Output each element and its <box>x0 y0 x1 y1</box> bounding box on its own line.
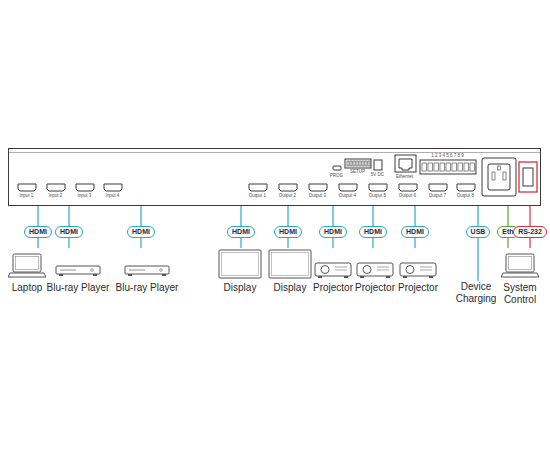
port-label: Output 1 <box>249 194 266 199</box>
device-caption: Display <box>218 282 262 294</box>
device-node: Device Charging <box>454 281 498 304</box>
port-label: 1 2 3 4 5 6 7 8 9 <box>431 154 464 159</box>
cable-label: RS-232 <box>513 226 547 238</box>
port-label: Input 4 <box>106 194 120 199</box>
projector-icon <box>397 248 439 282</box>
display-icon <box>268 248 312 282</box>
port-label: Output 2 <box>279 194 296 199</box>
cable-label: USB <box>466 226 491 238</box>
device-node: Blu-ray Player <box>115 248 179 294</box>
port-label: Input 3 <box>78 194 92 199</box>
device-node: Display <box>218 248 262 294</box>
device-node: Display <box>268 248 312 294</box>
device-caption: Blu-ray Player <box>46 282 110 294</box>
port-label: Output 6 <box>399 194 416 199</box>
cable-line <box>477 206 478 281</box>
cable-label: HDMI <box>227 226 255 238</box>
cable-label: HDMI <box>359 226 387 238</box>
cable-label: HDMI <box>401 226 429 238</box>
device-node: Laptop <box>8 248 46 294</box>
device-caption: Laptop <box>8 282 46 294</box>
device-node: Projector <box>354 248 396 294</box>
bluray-icon <box>46 248 110 282</box>
device-node: Projector <box>312 248 354 294</box>
device-caption: Blu-ray Player <box>115 282 179 294</box>
device-caption: Display <box>268 282 312 294</box>
display-icon <box>218 248 262 282</box>
cable-label: HDMI <box>127 226 155 238</box>
switcher-panel: Input 1 Input 2 Input 3 Input 4 PROG SETUP 5V … <box>8 148 541 206</box>
device-caption: Projector <box>397 282 439 294</box>
port-label: Ethernet <box>396 175 413 180</box>
device-node: Blu-ray Player <box>46 248 110 294</box>
laptop-icon <box>8 248 46 282</box>
device-caption: Projector <box>312 282 354 294</box>
port-label: Input 2 <box>49 194 63 199</box>
device-node: System Control <box>499 248 541 305</box>
device-caption: System Control <box>499 282 541 305</box>
bluray-icon <box>115 248 179 282</box>
port-label: Output 8 <box>457 194 474 199</box>
port-label: PROG <box>330 174 343 179</box>
device-caption: Projector <box>354 282 396 294</box>
cable-label: HDMI <box>274 226 302 238</box>
cable-label: HDMI <box>55 226 83 238</box>
port-label: SETUP <box>350 170 365 175</box>
device-caption: Device Charging <box>454 281 498 304</box>
cable-label: HDMI <box>319 226 347 238</box>
port-label: 5V DC <box>371 173 384 178</box>
laptop-icon <box>499 248 541 282</box>
port-label: Output 7 <box>429 194 446 199</box>
port-label: Output 3 <box>309 194 326 199</box>
port-label: Output 4 <box>339 194 356 199</box>
device-node: Projector <box>397 248 439 294</box>
port-label: Input 1 <box>20 194 34 199</box>
projector-icon <box>312 248 354 282</box>
projector-icon <box>354 248 396 282</box>
port-label: Output 5 <box>369 194 386 199</box>
cable-label: HDMI <box>24 226 52 238</box>
